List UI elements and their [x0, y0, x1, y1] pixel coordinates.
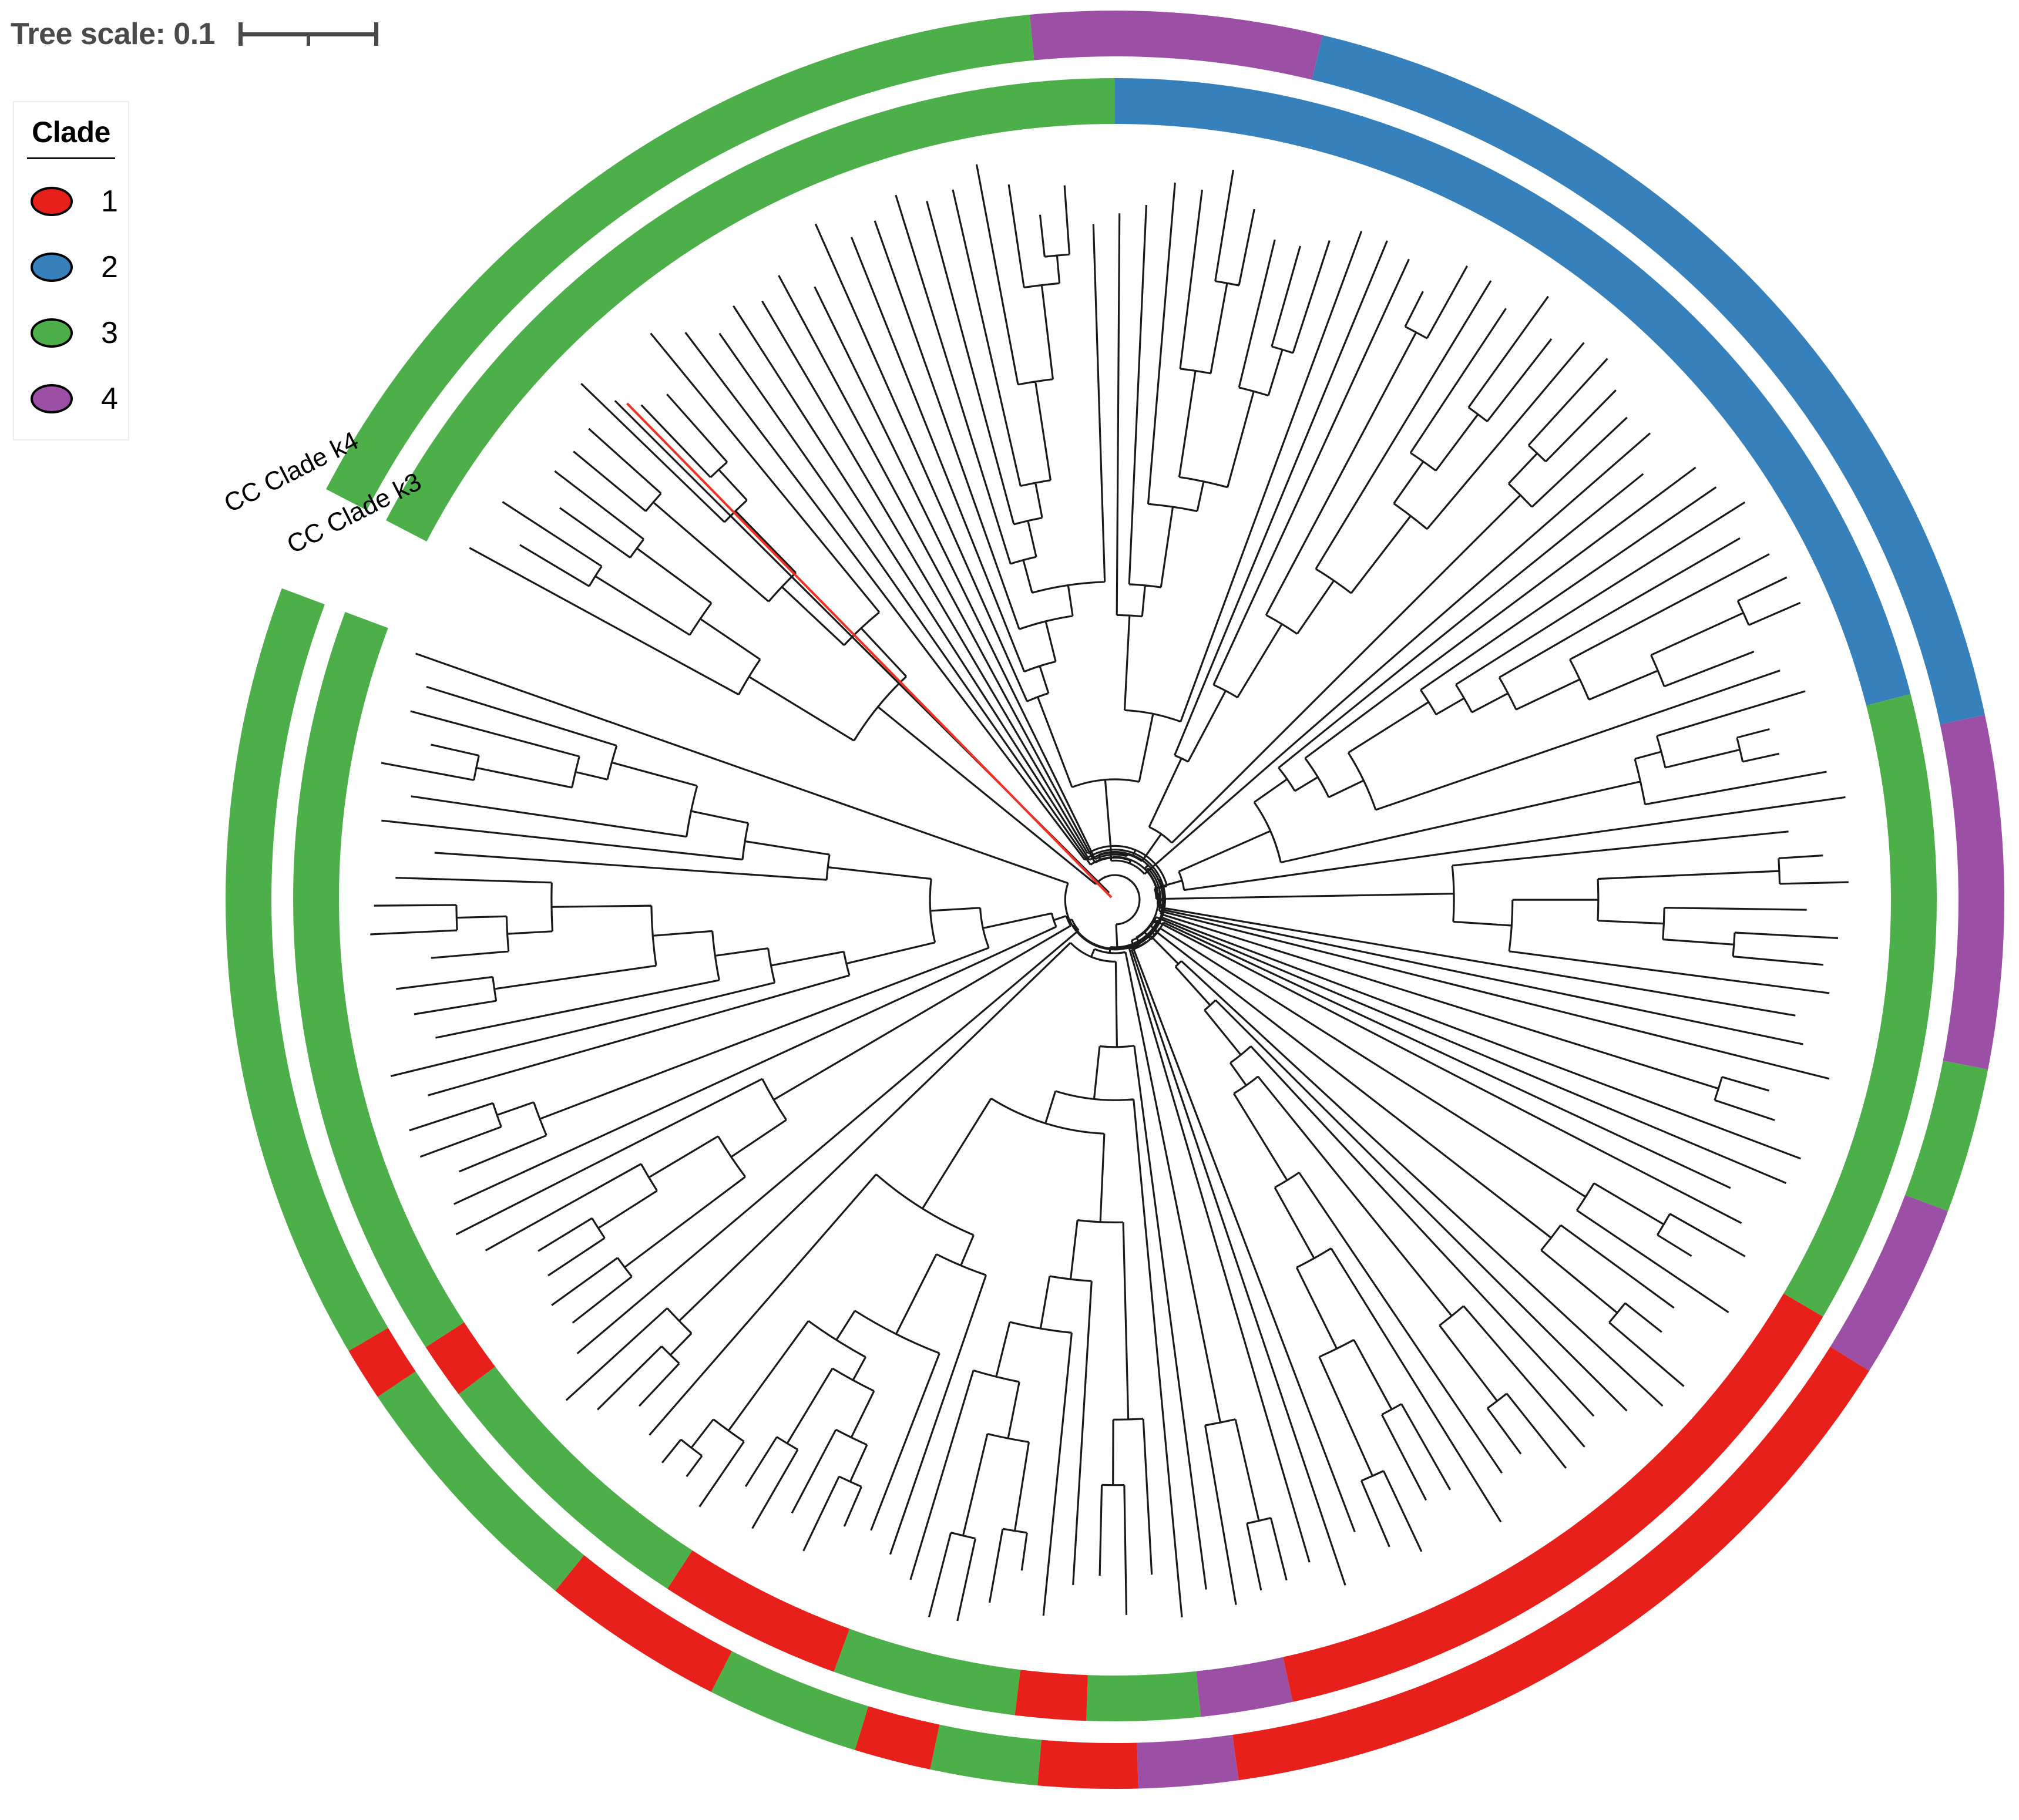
- clade-3-swatch-icon: [31, 318, 73, 348]
- annotation-ring-k4: [226, 10, 2005, 1789]
- tree-scale-bar: Tree scale: 0.1: [11, 16, 379, 52]
- ring-segment: [711, 1651, 869, 1750]
- ring-segment: [377, 1371, 584, 1591]
- ring-segment: [855, 1706, 940, 1769]
- ring-segment: [1086, 1671, 1201, 1721]
- ring-segment: [667, 1550, 850, 1672]
- legend-divider: [27, 157, 115, 159]
- legend-item-label: 2: [101, 250, 118, 284]
- ring-segment: [1037, 1740, 1138, 1789]
- red-branch-path: [626, 402, 1113, 899]
- ring-segment: [348, 1327, 416, 1397]
- annotation-ring-k3: [293, 78, 1937, 1721]
- ring-segment: [386, 78, 1116, 542]
- clade-legend: Clade 1 2 3 4: [13, 101, 129, 440]
- clade-2-swatch-icon: [31, 253, 73, 282]
- ring-segment: [930, 1724, 1042, 1786]
- ring-segment: [1232, 1346, 1869, 1781]
- legend-item-label: 1: [101, 184, 118, 218]
- ring-segment: [1137, 1735, 1239, 1789]
- ring-segment: [425, 1322, 496, 1394]
- tree-branches: [370, 164, 1849, 1621]
- legend-item-4[interactable]: 4: [14, 366, 128, 432]
- ring-segment: [834, 1629, 1021, 1715]
- ring-segment: [326, 14, 1034, 510]
- ring-segment: [458, 1366, 693, 1589]
- highlighted-branch: [626, 402, 1113, 899]
- tree-scale-label: Tree scale: 0.1: [11, 17, 216, 51]
- ring-segment: [1115, 78, 1911, 706]
- ring-segment: [1029, 10, 1323, 80]
- ring-segment: [1830, 1195, 1949, 1371]
- legend-item-label: 4: [101, 382, 118, 416]
- legend-title: Clade: [32, 116, 110, 149]
- legend-item-label: 3: [101, 316, 118, 350]
- legend-item-2[interactable]: 2: [14, 234, 128, 300]
- ring-segment: [1196, 1657, 1293, 1717]
- ring-segment: [555, 1555, 733, 1692]
- ring-segment: [1282, 1293, 1823, 1702]
- scale-midtick: [307, 36, 311, 46]
- ring-segment: [1940, 715, 2005, 1069]
- clade-4-swatch-icon: [31, 384, 73, 413]
- branch-path: [370, 164, 1849, 1621]
- ring-segment: [226, 588, 388, 1351]
- legend-item-3[interactable]: 3: [14, 300, 128, 366]
- scale-cap-right: [374, 22, 379, 46]
- clade-1-swatch-icon: [31, 187, 73, 216]
- scale-ruler: [238, 21, 379, 47]
- ring-segment: [1905, 1061, 1988, 1212]
- ring-segment: [293, 612, 465, 1347]
- ring-segment: [1014, 1670, 1088, 1721]
- legend-item-1[interactable]: 1: [14, 169, 128, 234]
- scale-axis: [238, 32, 379, 36]
- scale-cap-left: [238, 22, 243, 46]
- ring-segment: [1783, 694, 1937, 1317]
